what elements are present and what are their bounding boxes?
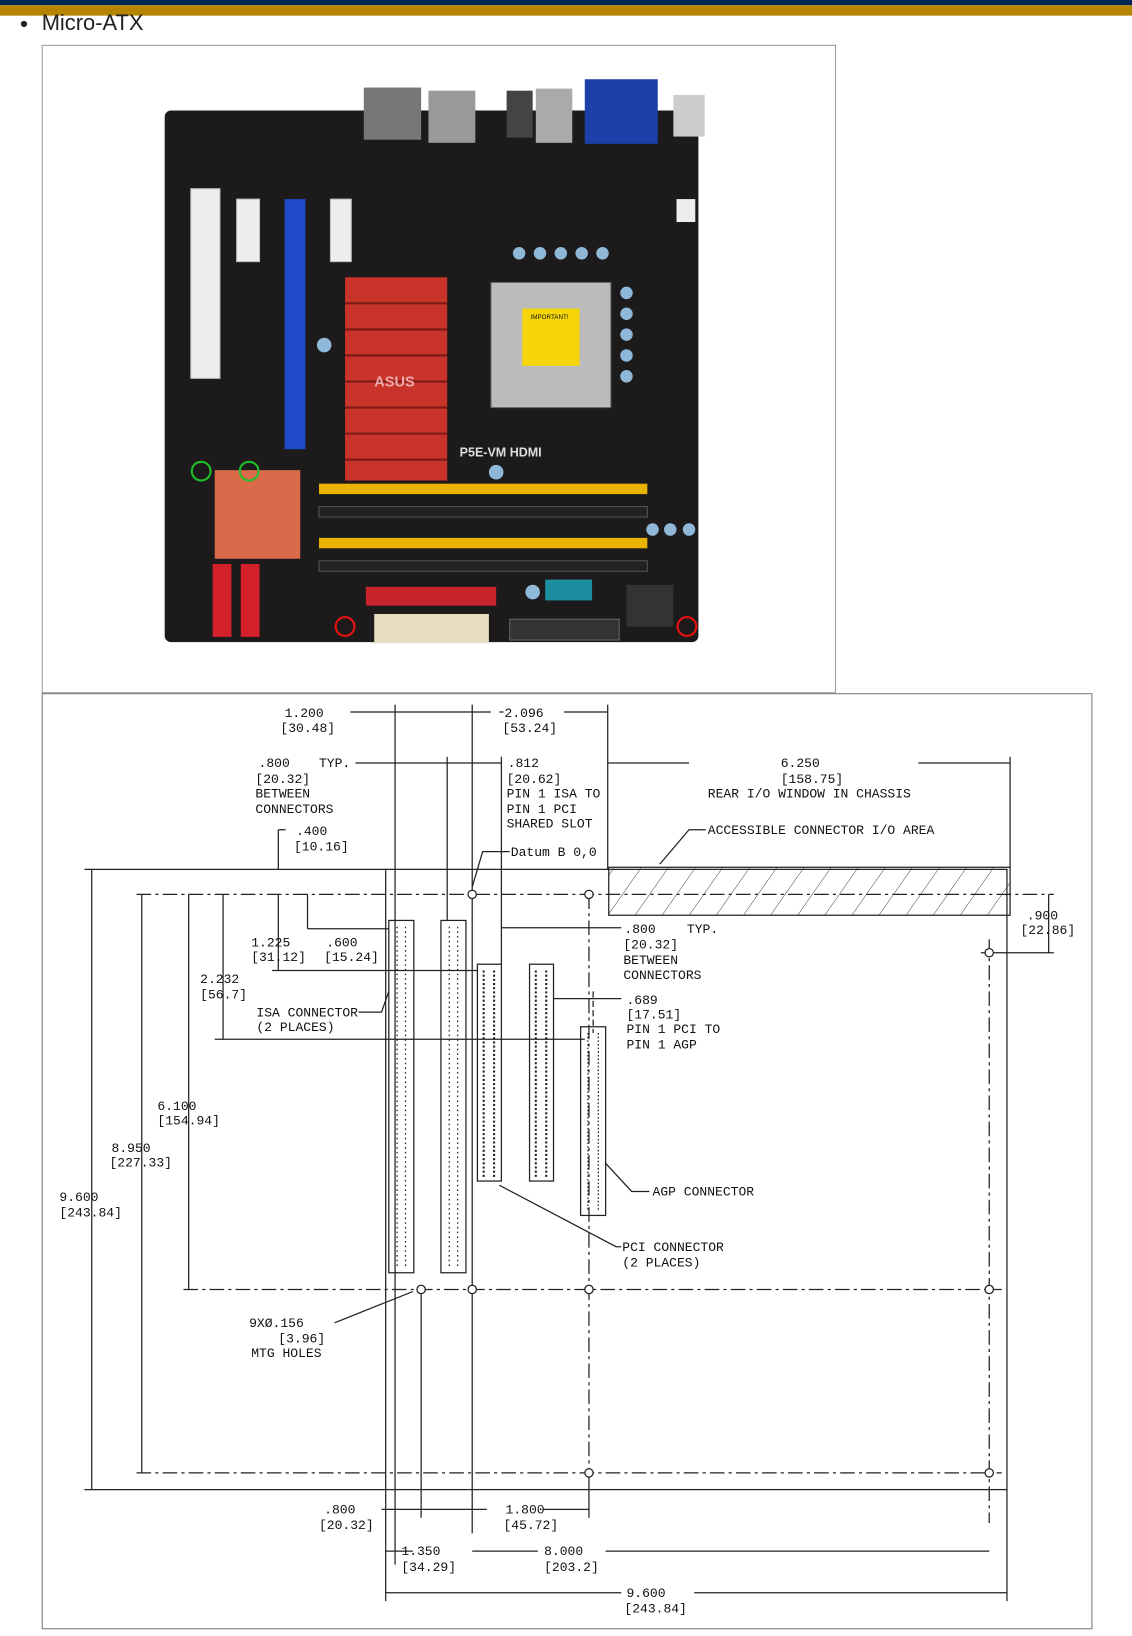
board-outline: [385, 868, 1008, 1491]
dim-label: [56.7]: [200, 988, 247, 1003]
dim-label: 1.200: [285, 706, 324, 721]
dim-label: 9.600: [59, 1190, 98, 1205]
dim-label: CONNECTORS: [623, 968, 701, 983]
dim-label: [53.24]: [502, 721, 557, 736]
mounting-hole: [584, 1468, 594, 1478]
dim-label: 8.950: [112, 1141, 151, 1156]
dim-label: .800: [324, 1503, 355, 1518]
dim-label: [22.86]: [1021, 923, 1076, 938]
dim-label: 8.000: [544, 1544, 583, 1559]
dim-label: [10.16]: [294, 840, 349, 855]
dim-label: .600: [326, 935, 357, 950]
dim-label: [17.51]: [626, 1007, 681, 1022]
dim-label: REAR I/O WINDOW IN CHASSIS: [708, 786, 911, 801]
dim-label: ACCESSIBLE CONNECTOR I/O AREA: [708, 823, 935, 838]
dim-label: Datum B 0,0: [511, 845, 597, 860]
header-navy-bar: [0, 0, 1132, 6]
dim-label: ISA CONNECTOR: [256, 1005, 358, 1020]
motherboard-photo: ASUS IMPORTANT! P5E-VM HDMI: [41, 44, 837, 694]
mounting-hole: [984, 1284, 995, 1295]
board-model-label: P5E-VM HDMI: [460, 446, 542, 460]
micro-atx-dimension-drawing: 1.200 [30.48] 2.096 [53.24] .800 TYP. [2…: [41, 693, 1093, 1630]
dim-label: [158.75]: [781, 772, 843, 787]
dim-label: (2 PLACES): [256, 1020, 334, 1035]
dim-label: (2 PLACES): [622, 1256, 700, 1271]
dim-label: SHARED SLOT: [507, 817, 593, 832]
dim-label: [30.48]: [280, 721, 335, 736]
dim-label: PCI CONNECTOR: [622, 1240, 724, 1255]
dim-label: [20.32]: [319, 1518, 374, 1533]
dim-label: TYP.: [687, 922, 718, 937]
list-item-micro-atx: Micro-ATX: [41, 11, 144, 36]
dim-label: .800: [259, 756, 290, 771]
motherboard-image: ASUS IMPORTANT! P5E-VM HDMI: [164, 79, 705, 644]
dim-label: [20.32]: [623, 938, 678, 953]
dim-label: PIN 1 PCI TO: [626, 1022, 720, 1037]
mounting-hole: [416, 1284, 426, 1295]
dim-label: [20.32]: [255, 772, 310, 787]
dim-label: 6.100: [157, 1099, 196, 1114]
brand-logo: ASUS: [374, 375, 415, 391]
dim-label: 1.225: [251, 935, 290, 950]
dim-label: 9.600: [626, 1586, 665, 1601]
dim-label: PIN 1 AGP: [626, 1038, 696, 1053]
dim-label: BETWEEN: [623, 953, 678, 968]
dim-label: 6.250: [781, 756, 820, 771]
dim-label: [154.94]: [157, 1114, 220, 1129]
dim-label: .689: [626, 993, 657, 1008]
warning-label: IMPORTANT!: [531, 314, 569, 321]
mounting-hole: [584, 1284, 594, 1295]
mounting-hole: [584, 889, 594, 900]
dim-label: CONNECTORS: [255, 802, 333, 817]
dim-label: .800: [624, 922, 655, 937]
dim-label: MTG HOLES: [251, 1346, 321, 1361]
dimension-labels: 1.200 [30.48] 2.096 [53.24] .800 TYP. [2…: [59, 706, 1075, 1616]
header-gold-bar: [0, 5, 1132, 16]
dim-label: [227.33]: [109, 1155, 172, 1170]
dim-label: [203.2]: [544, 1560, 599, 1575]
dimension-diagram: 1.200 [30.48] 2.096 [53.24] .800 TYP. [2…: [59, 704, 1075, 1617]
dim-label: PIN 1 PCI: [507, 802, 577, 817]
dim-label: [15.24]: [324, 950, 379, 965]
dim-label: TYP.: [319, 756, 350, 771]
dim-label: 9XØ.156: [249, 1316, 304, 1331]
mounting-hole: [467, 1284, 478, 1295]
dim-label: 1.800: [506, 1503, 545, 1518]
mounting-hole: [467, 889, 478, 900]
dim-label: 1.350: [401, 1544, 440, 1559]
dim-label: [45.72]: [503, 1518, 558, 1533]
dim-label: .812: [508, 756, 539, 771]
io-area-hatch: [608, 866, 1011, 916]
dim-label: [31.12]: [251, 950, 306, 965]
dim-label: 2.232: [200, 972, 239, 987]
dim-label: [243.84]: [624, 1602, 687, 1617]
dim-label: AGP CONNECTOR: [653, 1185, 755, 1200]
mounting-hole: [984, 947, 995, 958]
dim-label: .900: [1027, 908, 1058, 923]
bullet-icon: [20, 20, 28, 28]
mounting-hole: [984, 1468, 995, 1478]
dim-label: 2.096: [505, 706, 544, 721]
dim-label: [34.29]: [401, 1560, 456, 1575]
dim-label: [20.62]: [507, 772, 562, 787]
dim-label: [3.96]: [278, 1332, 325, 1347]
dim-label: [243.84]: [59, 1205, 121, 1220]
dim-label: BETWEEN: [255, 786, 310, 801]
dim-label: PIN 1 ISA TO: [507, 786, 601, 801]
dim-label: .400: [296, 824, 327, 839]
